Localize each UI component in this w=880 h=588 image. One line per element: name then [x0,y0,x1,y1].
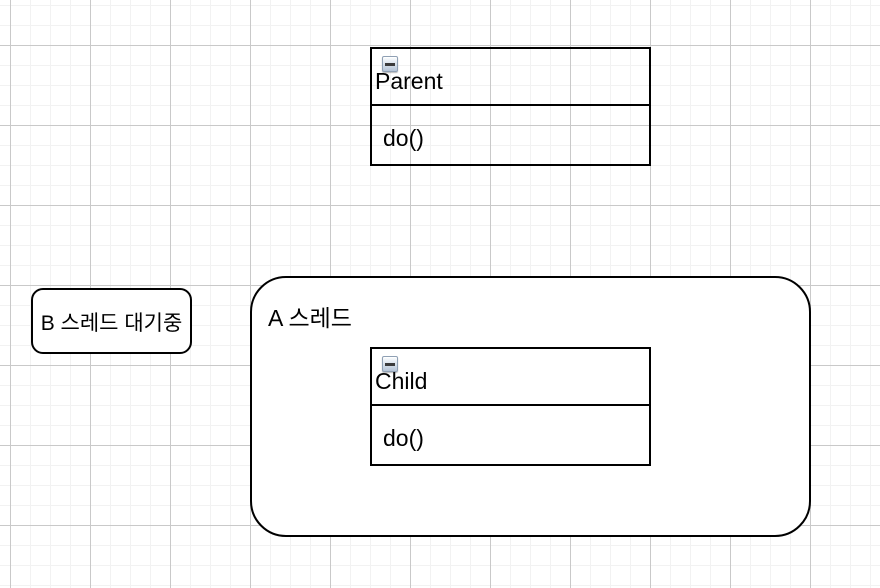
state-label-thread-b: B 스레드 대기중 [40,311,183,335]
class-name-child: Child [375,367,428,394]
class-method-row-parent[interactable]: do() [372,104,649,162]
method-label-parent: do() [383,125,424,151]
method-label-child: do() [383,425,424,451]
class-title-row-child: Child [372,349,649,404]
class-title-row-parent: Parent [372,49,649,104]
collapse-minus-icon[interactable] [382,356,398,372]
class-name-parent: Parent [375,67,443,94]
collapse-minus-icon[interactable] [382,56,398,72]
class-method-row-child[interactable]: do() [372,404,649,462]
state-box-thread-b[interactable]: B 스레드 대기중 [31,288,192,354]
container-label-thread-a: A 스레드 [268,305,352,331]
class-box-parent[interactable]: Parent do() [370,47,651,166]
class-box-child[interactable]: Child do() [370,347,651,466]
